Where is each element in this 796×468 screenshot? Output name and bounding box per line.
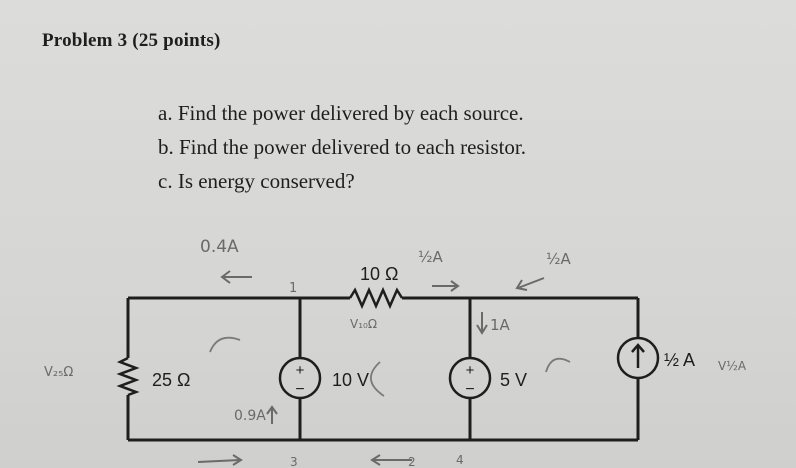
problem-title: Problem 3 (25 points) — [42, 30, 221, 51]
annotation-v-half-a: V½A — [718, 359, 747, 373]
question-c: c. Is energy conserved? — [158, 169, 355, 193]
arrow-left-icon — [515, 277, 545, 291]
question-b: b. Find the power delivered to each resi… — [158, 135, 526, 159]
resistor-10-ohm — [348, 286, 404, 310]
voltage-source-5v-label: 5 V — [500, 370, 527, 390]
arrow-up-icon — [266, 405, 278, 424]
loop-arrow-icon — [209, 336, 241, 353]
annotation-current-1a: 1A — [490, 316, 511, 334]
annotation-current-half-a-top: ½A — [418, 248, 444, 266]
question-list: a. Find the power delivered by each sour… — [158, 96, 526, 198]
annotation-current-0-4a: 0.4A — [200, 237, 239, 257]
node-label-2: 2 — [408, 455, 416, 468]
arrow-right-icon — [432, 280, 460, 292]
resistor-10-ohm-label: 10 Ω — [360, 264, 398, 284]
arrow-down-icon — [476, 312, 488, 335]
annotation-current-0-9a: 0.9A — [234, 408, 266, 424]
voltage-source-10v: + − — [278, 356, 322, 400]
annotation-current-half-a-right: ½A — [546, 250, 572, 268]
resistor-25-ohm-label: 25 Ω — [152, 370, 190, 390]
current-source — [616, 336, 660, 380]
node-label-3: 3 — [290, 455, 298, 468]
circuit-wires — [126, 296, 640, 442]
svg-text:−: − — [295, 381, 304, 398]
voltage-source-10v-label: 10 V — [332, 370, 369, 390]
question-a: a. Find the power delivered by each sour… — [158, 101, 524, 125]
arrow-left-icon — [220, 270, 252, 284]
current-source-label: ½ A — [664, 350, 695, 370]
svg-text:+: + — [296, 362, 305, 379]
resistor-25-ohm — [116, 356, 140, 397]
arrow-left-icon — [370, 454, 412, 466]
arrow-right-icon — [197, 454, 243, 466]
annotation-v-25-ohm: V₂₅Ω — [44, 365, 73, 380]
loop-arrow-icon — [545, 357, 571, 373]
loop-arrow-icon — [370, 361, 385, 397]
annotation-v-10-ohm: V₁₀Ω — [350, 317, 377, 331]
node-label-4: 4 — [456, 453, 464, 467]
node-label-1: 1 — [289, 281, 297, 296]
voltage-source-5v: + − — [448, 356, 492, 400]
svg-text:+: + — [466, 362, 475, 379]
svg-text:−: − — [465, 381, 474, 398]
